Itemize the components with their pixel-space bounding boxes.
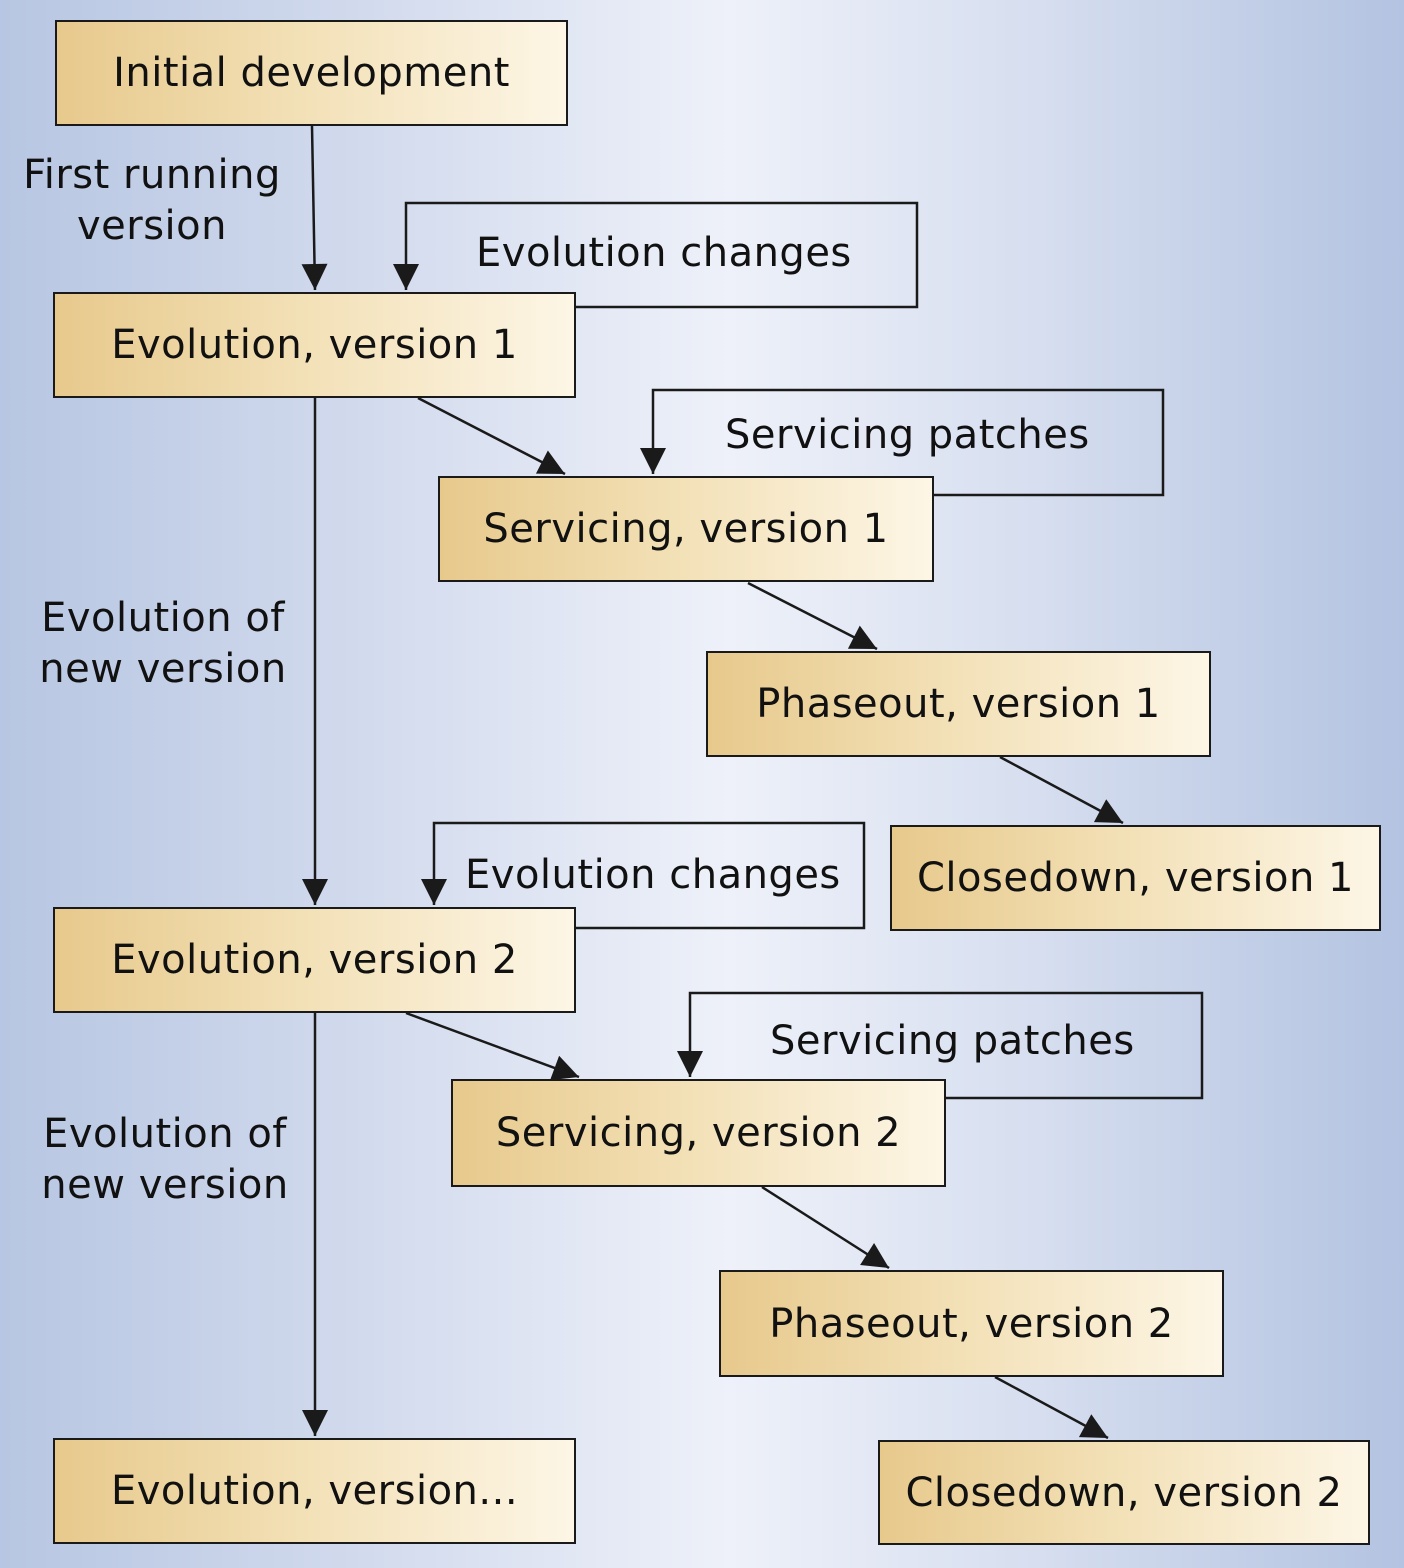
evolution-v1-label: Evolution, version 1 — [111, 322, 518, 368]
evolution-v2-box: Evolution, version 2 — [53, 907, 576, 1013]
evolution-of-new-version-1-line-1: Evolution of — [41, 595, 285, 641]
servicing-v2-box: Servicing, version 2 — [451, 1079, 946, 1187]
evolution-changes-label-1: Evolution changes — [476, 228, 852, 279]
first-running-version-label: First running version — [12, 150, 292, 252]
phaseout-v2-label: Phaseout, version 2 — [769, 1300, 1174, 1347]
arrow-servicing-v2-to-phaseout-v2 — [761, 1185, 890, 1270]
servicing-v1-box: Servicing, version 1 — [438, 476, 934, 582]
evolution-of-new-version-2-line-2: new version — [41, 1162, 289, 1208]
closedown-v2-label: Closedown, version 2 — [905, 1469, 1343, 1516]
evolution-changes-text-1: Evolution changes — [476, 230, 852, 276]
evolution-of-new-version-1-line-2: new version — [39, 646, 287, 692]
servicing-patches-label-2: Servicing patches — [770, 1016, 1135, 1067]
closedown-v2-box: Closedown, version 2 — [878, 1440, 1370, 1545]
servicing-patches-label-1: Servicing patches — [725, 410, 1090, 461]
initial-development-label: Initial development — [113, 50, 510, 96]
evolution-v2-label: Evolution, version 2 — [111, 937, 518, 983]
loop-evolution-changes-v2 — [421, 821, 866, 930]
servicing-patches-text-1: Servicing patches — [725, 412, 1090, 458]
loop-servicing-patches-v1 — [640, 388, 1165, 497]
evolution-changes-label-2: Evolution changes — [465, 850, 841, 901]
evolution-changes-text-2: Evolution changes — [465, 852, 841, 898]
servicing-v2-label: Servicing, version 2 — [495, 1110, 902, 1156]
arrow-initial-to-evolution-v1 — [301, 125, 328, 291]
phaseout-v1-box: Phaseout, version 1 — [706, 651, 1211, 757]
loop-evolution-changes-v1 — [393, 201, 919, 309]
first-running-version-line-1: First running — [23, 152, 281, 198]
evolution-v1-box: Evolution, version 1 — [53, 292, 576, 398]
servicing-patches-text-2: Servicing patches — [770, 1018, 1135, 1064]
phaseout-v1-label: Phaseout, version 1 — [756, 681, 1161, 727]
arrow-servicing-v1-to-phaseout-v1 — [747, 581, 878, 651]
arrow-phaseout-v1-to-closedown-v1 — [999, 755, 1124, 825]
phaseout-v2-box: Phaseout, version 2 — [719, 1270, 1224, 1377]
arrow-evolution-v2-to-servicing-v2 — [405, 1011, 580, 1081]
evolution-of-new-version-label-2: Evolution of new version — [30, 1109, 300, 1211]
initial-development-box: Initial development — [55, 20, 568, 126]
evolution-vn-box: Evolution, version... — [53, 1438, 576, 1544]
first-running-version-line-2: version — [76, 203, 227, 249]
loop-servicing-patches-v2 — [677, 991, 1204, 1100]
evolution-vn-label: Evolution, version... — [110, 1468, 519, 1514]
evolution-of-new-version-2-line-1: Evolution of — [43, 1111, 287, 1157]
evolution-of-new-version-label-1: Evolution of new version — [28, 593, 298, 695]
closedown-v1-label: Closedown, version 1 — [917, 855, 1354, 901]
arrow-evolution-v1-to-servicing-v1 — [417, 396, 566, 476]
servicing-v1-label: Servicing, version 1 — [483, 506, 889, 552]
arrow-phaseout-v2-to-closedown-v2 — [994, 1375, 1109, 1440]
closedown-v1-box: Closedown, version 1 — [890, 825, 1381, 931]
